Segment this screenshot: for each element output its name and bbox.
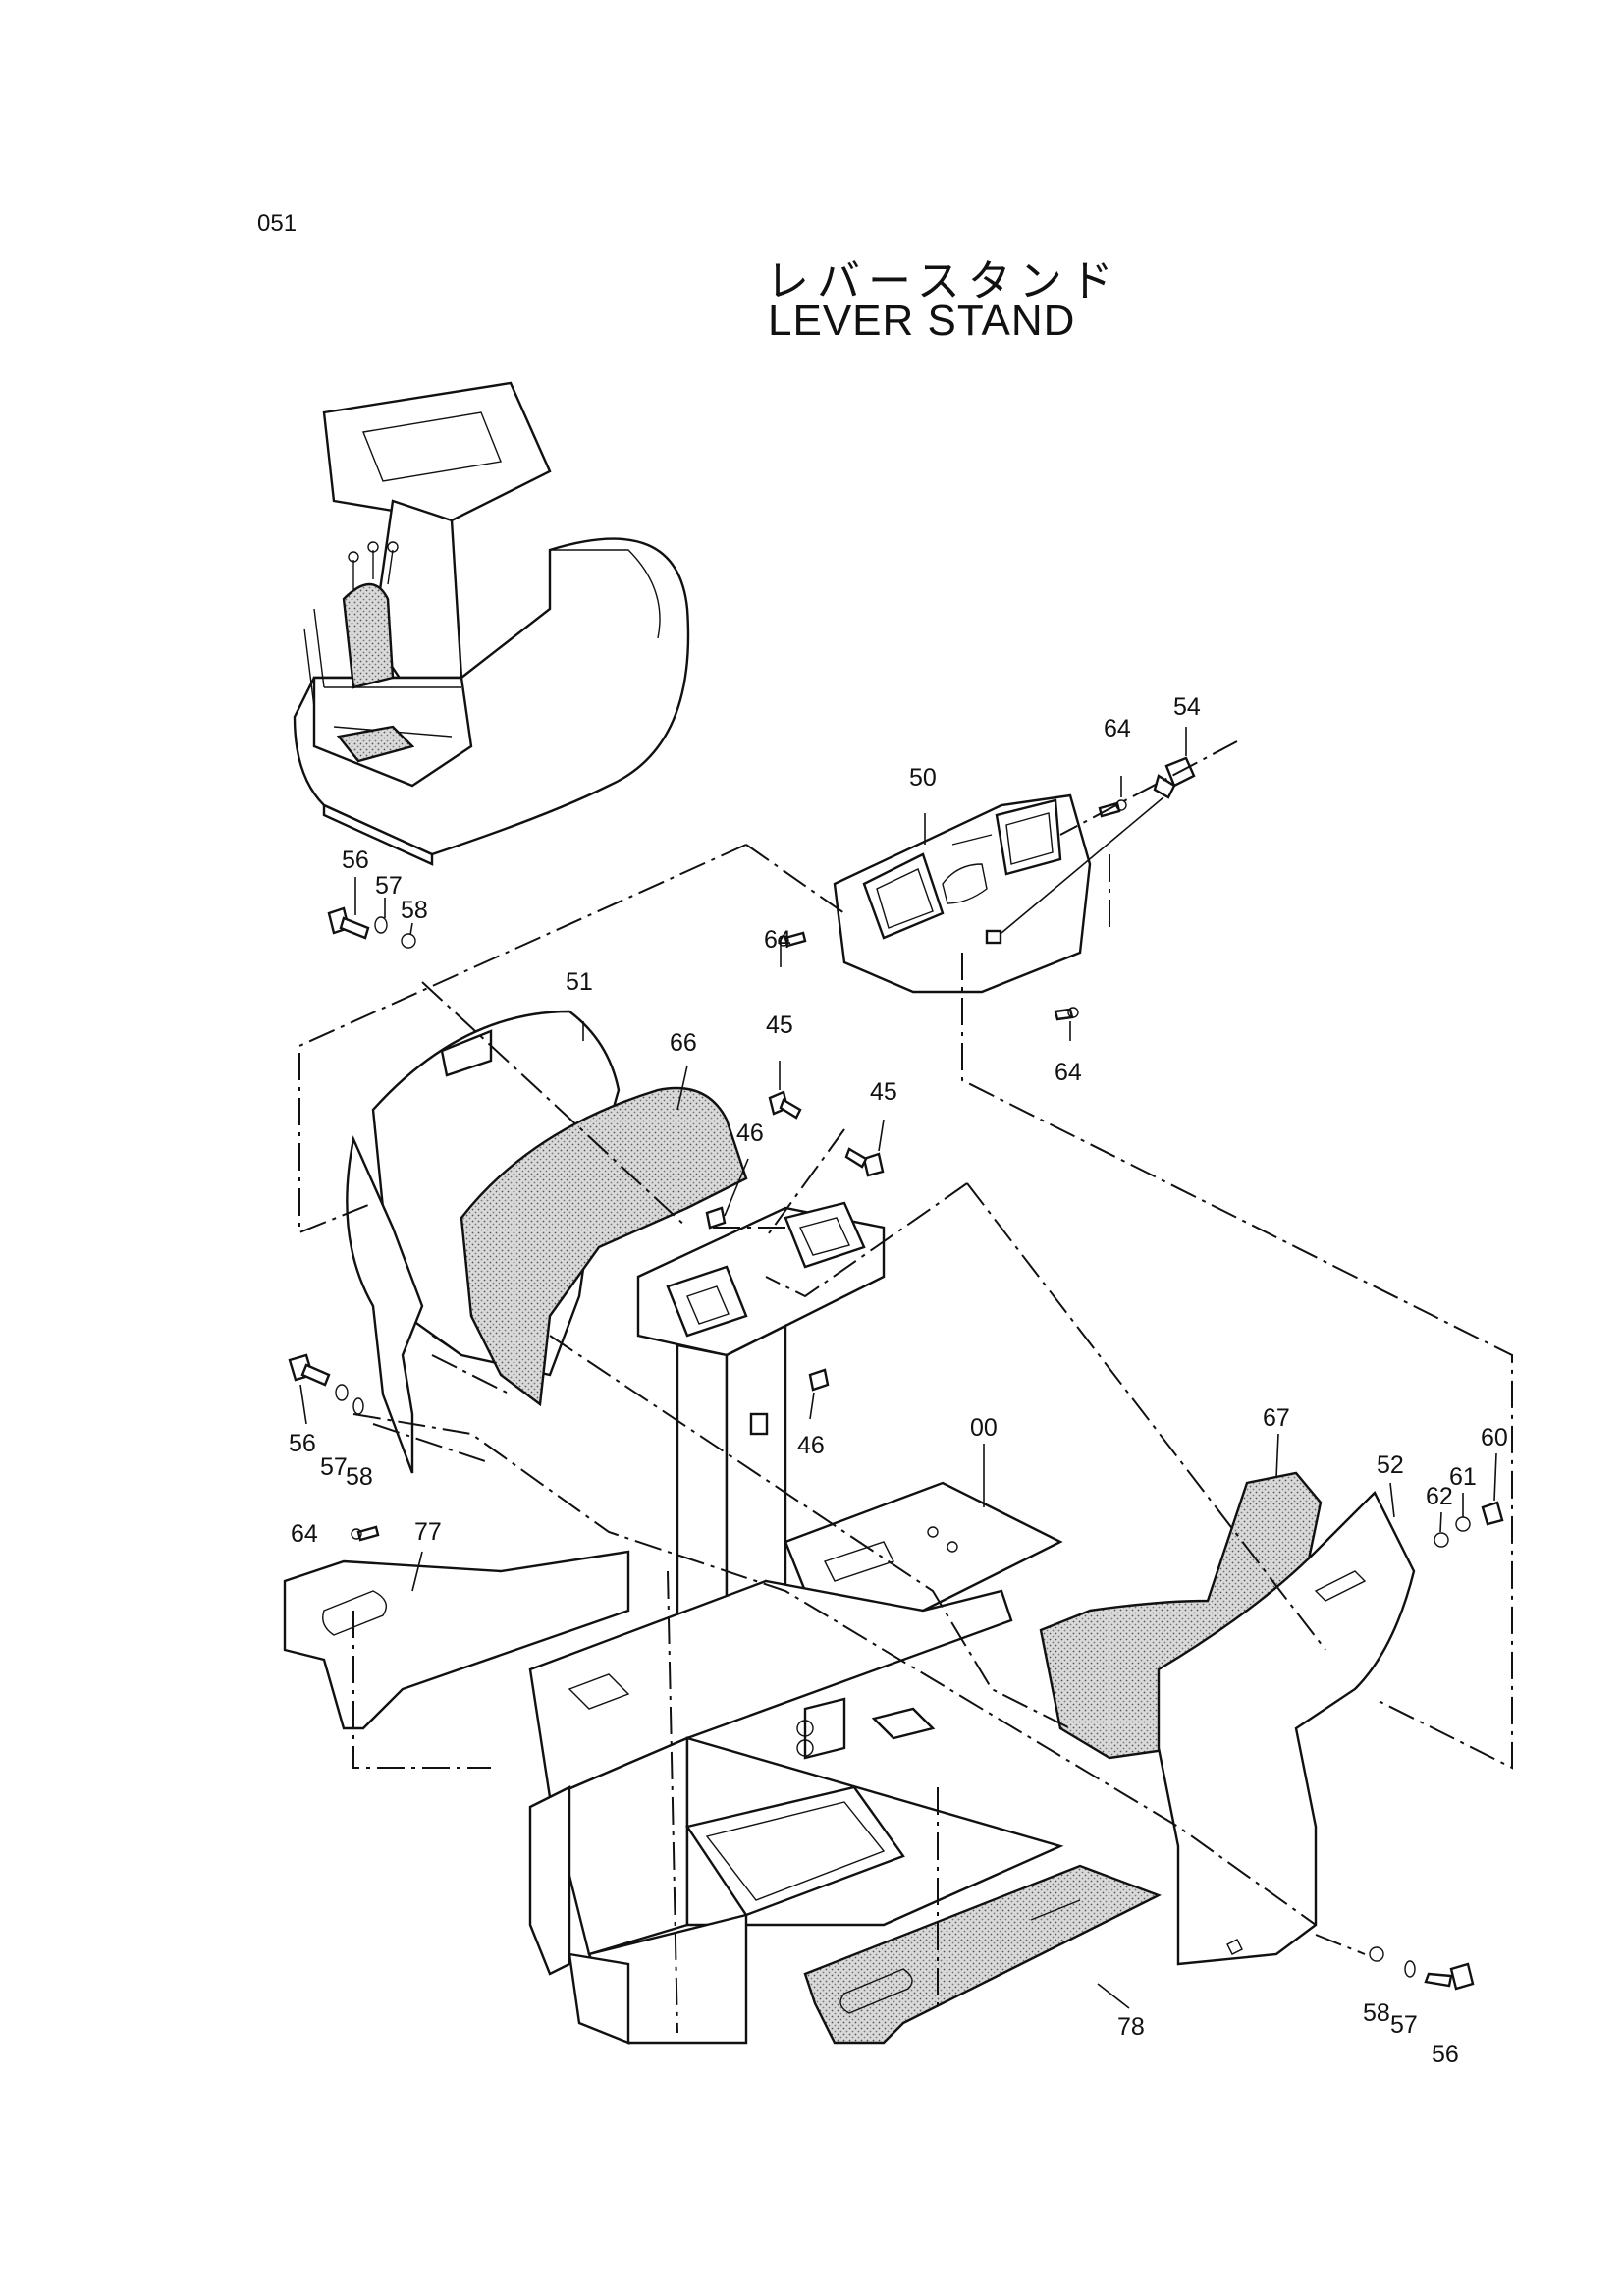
callout-leaders (299, 776, 1497, 2009)
callout-67: 67 (1263, 1404, 1290, 1432)
callout-60: 60 (1481, 1424, 1508, 1451)
floor-mat-77 (283, 1550, 630, 1730)
callout-45-upper: 45 (766, 1011, 793, 1039)
callout-57-top-left: 57 (375, 872, 403, 900)
callout-66: 66 (670, 1029, 697, 1057)
callout-51: 51 (566, 968, 593, 996)
callout-62: 62 (1426, 1483, 1453, 1510)
callout-64-top: 64 (1104, 715, 1131, 742)
callout-52: 52 (1377, 1451, 1404, 1479)
machine-overview-illustration (293, 381, 690, 866)
callout-labels: 54 64 50 56 57 58 64 51 45 64 66 45 46 5… (289, 693, 1508, 2068)
callout-54: 54 (1173, 693, 1201, 721)
callout-77: 77 (414, 1518, 442, 1546)
title-japanese: レバースタンド (766, 256, 1121, 306)
floor-mat-78 (803, 1864, 1162, 2045)
callout-56-top-left: 56 (342, 847, 369, 874)
inner-cover-66 (460, 1086, 748, 1407)
title-english: LEVER STAND (768, 297, 1076, 345)
hardware (288, 799, 1504, 1991)
callout-56-bottom-right: 56 (1432, 2041, 1459, 2068)
callout-78: 78 (1117, 2013, 1145, 2041)
assembly-chain-lines (298, 740, 1513, 2034)
callout-57-mid-left: 57 (320, 1453, 348, 1481)
callout-57-bottom-right: 57 (1390, 2011, 1418, 2039)
page-number: 051 (257, 210, 298, 237)
callout-46-lower: 46 (797, 1432, 825, 1459)
callout-50: 50 (909, 764, 937, 792)
callout-64-cover-right: 64 (1055, 1059, 1082, 1086)
callout-64-cover-left: 64 (764, 926, 791, 954)
callout-58-top-left: 58 (401, 897, 428, 924)
side-cover-52 (1157, 1490, 1416, 1966)
callout-00: 00 (970, 1414, 998, 1442)
callout-46-upper: 46 (736, 1120, 764, 1147)
callout-56-mid-left: 56 (289, 1430, 316, 1457)
callout-58-mid-left: 58 (346, 1463, 373, 1491)
upper-cover-50 (833, 793, 1092, 994)
callout-45-lower: 45 (870, 1078, 897, 1106)
lever-stand-column (636, 1201, 886, 1652)
floor-plate-00 (528, 1481, 1064, 2045)
callout-58-bottom-right: 58 (1363, 1999, 1390, 2027)
callout-64-floor: 64 (291, 1520, 318, 1548)
callout-61: 61 (1449, 1463, 1477, 1491)
